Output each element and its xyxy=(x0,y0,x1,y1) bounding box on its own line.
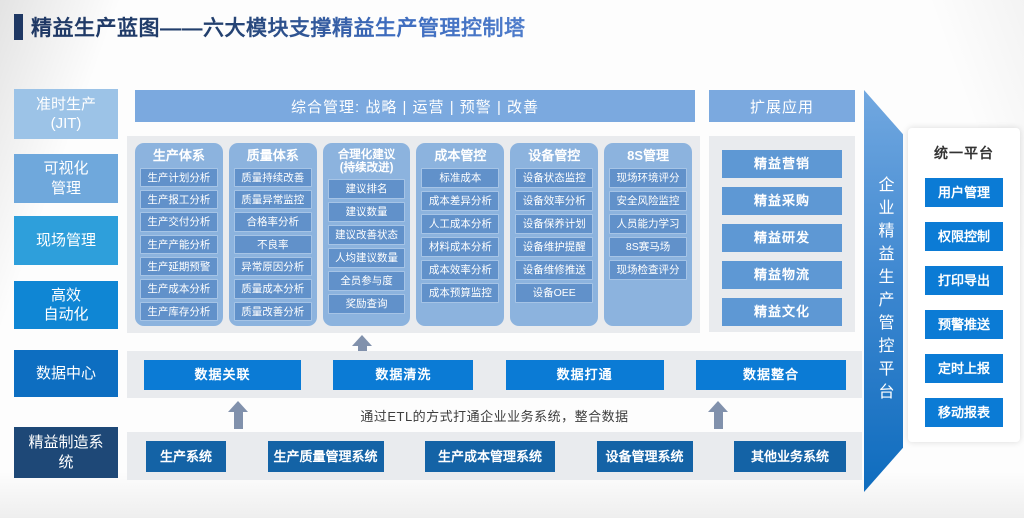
module-item: 设备保养计划 xyxy=(515,213,594,234)
module-item: 人工成本分析 xyxy=(421,213,500,234)
module-item: 质量改善分析 xyxy=(233,301,312,321)
module-title: 质量体系 xyxy=(246,148,299,163)
module-item: 人员能力学习 xyxy=(609,213,687,234)
source-system-item: 其他业务系统 xyxy=(734,440,846,472)
module-item: 质量持续改善 xyxy=(233,167,312,187)
data-layer-strip: 数据关联 数据清洗 数据打通 数据整合 xyxy=(127,351,862,398)
module-rationalization-suggestions: 合理化建议 (持续改进) 建议排名 建议数量 建议改善状态 人均建议数量 全员参… xyxy=(322,143,411,326)
comprehensive-management-bar: 综合管理: 战略 | 运营 | 预警 | 改善 xyxy=(135,90,695,122)
module-item: 设备状态监控 xyxy=(515,167,594,188)
module-title: 设备管控 xyxy=(528,148,581,163)
extension-item: 精益营销 xyxy=(722,150,842,178)
enterprise-lean-platform-ribbon: 企业精益生产管控平台 xyxy=(864,90,903,492)
module-item: 合格率分析 xyxy=(233,212,312,232)
module-item: 设备维修推送 xyxy=(515,259,594,280)
module-item: 成本效率分析 xyxy=(421,259,500,280)
module-item: 设备效率分析 xyxy=(515,190,594,211)
extension-apps-bar: 扩展应用 xyxy=(709,90,855,122)
module-item: 安全风险监控 xyxy=(609,190,687,211)
extension-item: 精益物流 xyxy=(722,261,842,289)
module-production-system: 生产体系 生产计划分析 生产报工分析 生产交付分析 生产产能分析 生产延期预警 … xyxy=(135,143,223,326)
modules-panel: 生产体系 生产计划分析 生产报工分析 生产交付分析 生产产能分析 生产延期预警 … xyxy=(127,136,700,333)
module-item: 建议改善状态 xyxy=(327,224,406,245)
unified-platform-item: 用户管理 xyxy=(925,178,1003,207)
module-item: 标准成本 xyxy=(421,167,500,188)
module-item: 建议排名 xyxy=(327,178,406,199)
module-item: 生产报工分析 xyxy=(140,189,218,210)
source-system-item: 生产质量管理系统 xyxy=(267,440,384,472)
data-layer-item: 数据关联 xyxy=(144,359,301,390)
extension-item: 精益研发 xyxy=(722,224,842,252)
module-item: 8S赛马场 xyxy=(609,236,687,257)
pillar-jit: 准时生产 (JIT) xyxy=(14,89,118,139)
extension-apps-panel: 精益营销 精益采购 精益研发 精益物流 精益文化 xyxy=(709,136,855,332)
module-item: 生产产能分析 xyxy=(140,234,218,254)
module-title: 生产体系 xyxy=(152,148,205,163)
module-item: 生产库存分析 xyxy=(140,301,218,321)
pillar-site-management: 现场管理 xyxy=(14,216,118,265)
source-system-item: 生产系统 xyxy=(146,440,226,472)
up-arrow-icon xyxy=(352,335,372,351)
up-arrow-icon xyxy=(227,401,249,429)
module-item: 设备维护提醒 xyxy=(515,236,594,257)
module-cost-control: 成本管控 标准成本 成本差异分析 人工成本分析 材料成本分析 成本效率分析 成本… xyxy=(416,143,505,326)
arrow-head xyxy=(352,335,372,346)
source-system-item: 设备管理系统 xyxy=(596,440,693,472)
unified-platform-item: 移动报表 xyxy=(925,398,1003,427)
arrow-head xyxy=(228,401,248,412)
module-item: 全员参与度 xyxy=(327,270,406,291)
module-item: 成本预算监控 xyxy=(421,282,500,303)
module-item: 生产延期预警 xyxy=(140,256,218,277)
up-arrow-icon xyxy=(707,401,729,429)
data-layer-item: 数据打通 xyxy=(505,359,664,390)
extension-item: 精益采购 xyxy=(722,187,842,215)
page-header: 精益生产蓝图——六大模块支撑精益生产管理控制塔 xyxy=(14,12,526,42)
module-item: 质量异常监控 xyxy=(233,189,312,210)
title-bullet-bar xyxy=(14,14,23,40)
pillar-data-center: 数据中心 xyxy=(14,350,118,397)
page-title: 精益生产蓝图——六大模块支撑精益生产管理控制塔 xyxy=(31,12,526,42)
module-item: 生产计划分析 xyxy=(140,167,218,187)
ribbon-label: 企业精益生产管控平台 xyxy=(875,176,893,406)
module-item: 成本差异分析 xyxy=(421,190,500,211)
module-equipment-control: 设备管控 设备状态监控 设备效率分析 设备保养计划 设备维护提醒 设备维修推送 … xyxy=(510,143,599,326)
unified-platform-item: 预警推送 xyxy=(925,310,1003,339)
module-item: 现场检查评分 xyxy=(609,259,687,280)
module-item: 材料成本分析 xyxy=(421,236,500,257)
arrow-head xyxy=(708,401,728,412)
unified-platform-item: 权限控制 xyxy=(925,222,1003,251)
module-title: 成本管控 xyxy=(434,148,487,163)
module-item: 不良率 xyxy=(233,234,312,254)
arrow-shaft xyxy=(233,412,243,429)
module-8s-management: 8S管理 现场环境评分 安全风险监控 人员能力学习 8S赛马场 现场检查评分 xyxy=(604,143,692,326)
module-item: 奖励查询 xyxy=(327,293,406,314)
unified-platform-title: 统一平台 xyxy=(934,145,994,161)
pillar-visual-management: 可视化 管理 xyxy=(14,154,118,203)
arrow-shaft xyxy=(357,346,367,351)
unified-platform-panel: 统一平台 用户管理 权限控制 打印导出 预警推送 定时上报 移动报表 xyxy=(908,128,1020,442)
data-layer-item: 数据清洗 xyxy=(333,359,474,390)
module-item: 质量成本分析 xyxy=(233,279,312,299)
module-item: 生产交付分析 xyxy=(140,212,218,232)
source-systems-strip: 生产系统 生产质量管理系统 生产成本管理系统 设备管理系统 其他业务系统 xyxy=(127,432,862,480)
pillar-efficient-automation: 高效 自动化 xyxy=(14,281,118,329)
source-system-item: 生产成本管理系统 xyxy=(425,440,555,472)
pillar-lean-manufacturing-system: 精益制造系 统 xyxy=(14,427,118,478)
extension-item: 精益文化 xyxy=(722,298,842,326)
data-layer-item: 数据整合 xyxy=(695,359,846,390)
module-item: 建议数量 xyxy=(327,201,406,222)
etl-note: 通过ETL的方式打通企业业务系统，整合数据 xyxy=(360,409,629,424)
module-title: 8S管理 xyxy=(627,148,669,163)
module-item: 人均建议数量 xyxy=(327,247,406,268)
module-title: 合理化建议 (持续改进) xyxy=(337,149,396,174)
module-quality-system: 质量体系 质量持续改善 质量异常监控 合格率分析 不良率 异常原因分析 质量成本… xyxy=(228,143,317,326)
unified-platform-item: 打印导出 xyxy=(925,266,1003,295)
arrow-shaft xyxy=(713,412,723,429)
module-item: 生产成本分析 xyxy=(140,279,218,299)
module-item: 设备OEE xyxy=(515,282,594,303)
unified-platform-item: 定时上报 xyxy=(925,354,1003,383)
module-item: 异常原因分析 xyxy=(233,256,312,277)
module-item: 现场环境评分 xyxy=(609,167,687,188)
